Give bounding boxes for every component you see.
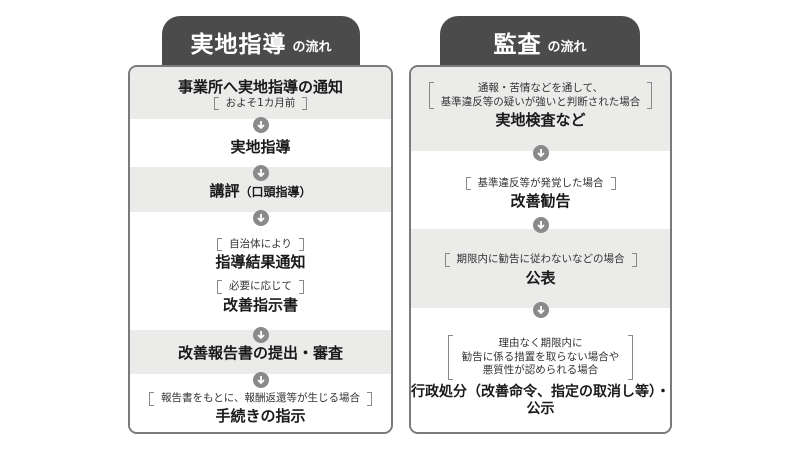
step-title: 改善勧告: [510, 192, 571, 211]
kansa-flow-panel: 通報・苦情などを通して、 基準違反等の疑いが強いと判断された場合 実地検査など …: [409, 65, 672, 434]
step-condition: 自治体により: [217, 237, 304, 252]
condition-line: 通報・苦情などを通して、: [477, 81, 604, 94]
step-title: 公表: [525, 268, 556, 287]
condition-line: 理由なく期限内に: [498, 337, 583, 350]
jicchi-shidou-flow-panel: 事業所へ実地指導の通知 およそ1カ月前 実地指導 講評（口頭指導） 自治体により…: [128, 65, 393, 434]
condition-line: 基準違反等の疑いが強いと判断された場合: [440, 95, 641, 108]
tab-title: 監査: [493, 32, 542, 58]
step-title: 改善報告書の提出・審査: [177, 343, 343, 362]
step-title-paren: （口頭指導）: [239, 185, 312, 200]
tab-title: 実地指導: [190, 32, 287, 58]
step-title: 事業所へ実地指導の通知: [177, 77, 343, 96]
arrow-down-circle-icon: [252, 327, 269, 343]
step-condition: 通報・苦情などを通して、 基準違反等の疑いが強いと判断された場合: [428, 81, 653, 110]
arrow-down-circle-icon: [532, 217, 549, 233]
jicchi-shidou-tab: 実地指導 の流れ: [162, 16, 360, 68]
arrow-down-circle-icon: [532, 145, 549, 161]
arrow-down-circle-icon: [252, 165, 269, 181]
kansa-tab: 監査 の流れ: [440, 16, 640, 68]
flow-step: 通報・苦情などを通して、 基準違反等の疑いが強いと判断された場合 実地検査など: [411, 67, 670, 151]
condition-line: 勧告に係る措置を取らない場合や: [461, 350, 620, 363]
flow-step-group: 自治体により 指導結果通知 必要に応じて 改善指示書: [130, 212, 391, 330]
arrow-down-circle-icon: [252, 117, 269, 133]
flow-step: 事業所へ実地指導の通知 およそ1カ月前: [130, 67, 391, 119]
arrow-down-circle-icon: [532, 302, 549, 318]
step-title: 改善指示書: [222, 295, 298, 314]
step-title: 実地指導: [230, 137, 291, 156]
step-title-main: 講評: [209, 182, 240, 201]
condition-line: 悪質性が認められる場合: [482, 364, 599, 377]
step-title: 実地検査など: [495, 111, 586, 130]
arrow-down-circle-icon: [252, 210, 269, 226]
step-condition: 必要に応じて: [217, 280, 304, 294]
step-condition: 報告書をもとに、報酬返還等が生じる場合: [149, 392, 372, 406]
title-line: 公示: [526, 401, 555, 418]
step-title: 指導結果通知: [215, 253, 306, 272]
flow-step: 期限内に勧告に従わないなどの場合 公表: [411, 229, 670, 308]
tab-suffix: の流れ: [547, 39, 587, 55]
step-title: 講評（口頭指導）: [209, 182, 311, 201]
title-line: 行政処分（改善命令、指定の取消し等）・: [411, 383, 670, 400]
arrow-down-circle-icon: [252, 372, 269, 388]
step-title: 手続きの指示: [215, 406, 306, 425]
tab-suffix: の流れ: [292, 39, 332, 55]
step-condition: 基準違反等が発覚した場合: [465, 176, 616, 191]
step-condition: およそ1カ月前: [213, 96, 308, 111]
flow-step: 基準違反等が発覚した場合 改善勧告: [411, 151, 670, 229]
step-title: 行政処分（改善命令、指定の取消し等）・ 公示: [411, 384, 670, 419]
step-condition: 期限内に勧告に従わないなどの場合: [444, 253, 637, 267]
flow-step: 理由なく期限内に 勧告に係る措置を取らない場合や 悪質性が認められる場合 行政処…: [411, 308, 670, 432]
step-condition: 理由なく期限内に 勧告に係る措置を取らない場合や 悪質性が認められる場合: [447, 335, 634, 380]
